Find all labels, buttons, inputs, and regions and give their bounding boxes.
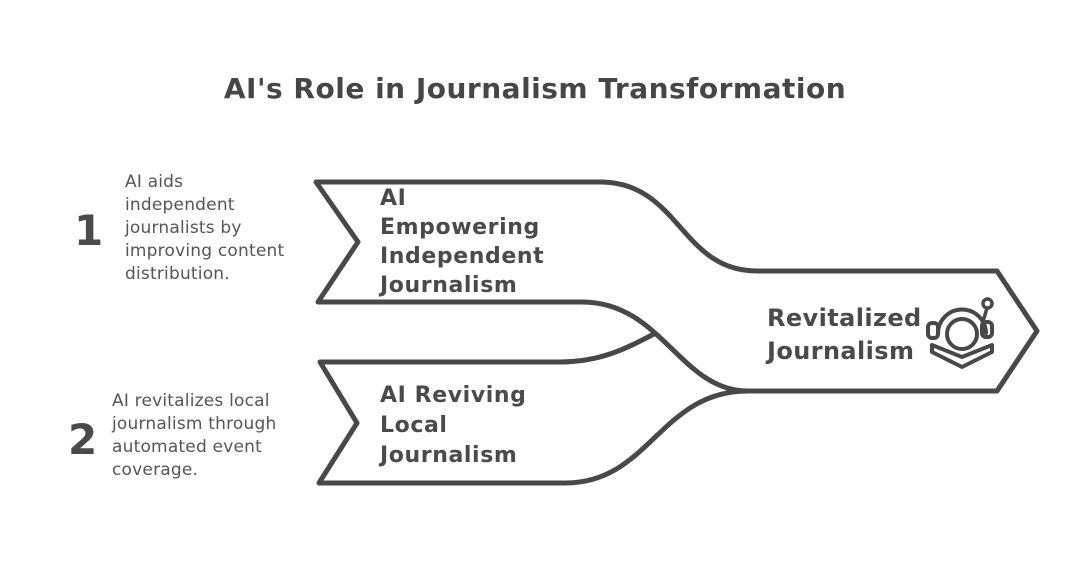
step-2-number: 2 — [68, 415, 98, 464]
banner-1-label: AI Empowering Independent Journalism — [380, 186, 545, 298]
banner-1-and-arrow-shape — [313, 179, 1040, 394]
right-earcup — [980, 320, 994, 339]
banner-2-label: AI Reviving Local Journalism — [380, 383, 527, 468]
headset-mic-open-book-icon — [926, 297, 994, 369]
open-book-shape — [930, 343, 994, 369]
head-circle — [945, 317, 979, 351]
step-1-number: 1 — [74, 206, 104, 255]
page-title: AI's Role in Journalism Transformation — [223, 72, 847, 105]
mic-boom — [980, 306, 989, 327]
left-earcup — [926, 321, 940, 340]
result-label: Revitalized Journalism — [767, 304, 922, 365]
step-1-description: AI aids independent journalists by impro… — [125, 172, 285, 284]
mic-ball — [981, 297, 994, 310]
banner-2-shape — [316, 331, 751, 486]
step-2-description: AI revitalizes local journalism through … — [112, 391, 277, 480]
